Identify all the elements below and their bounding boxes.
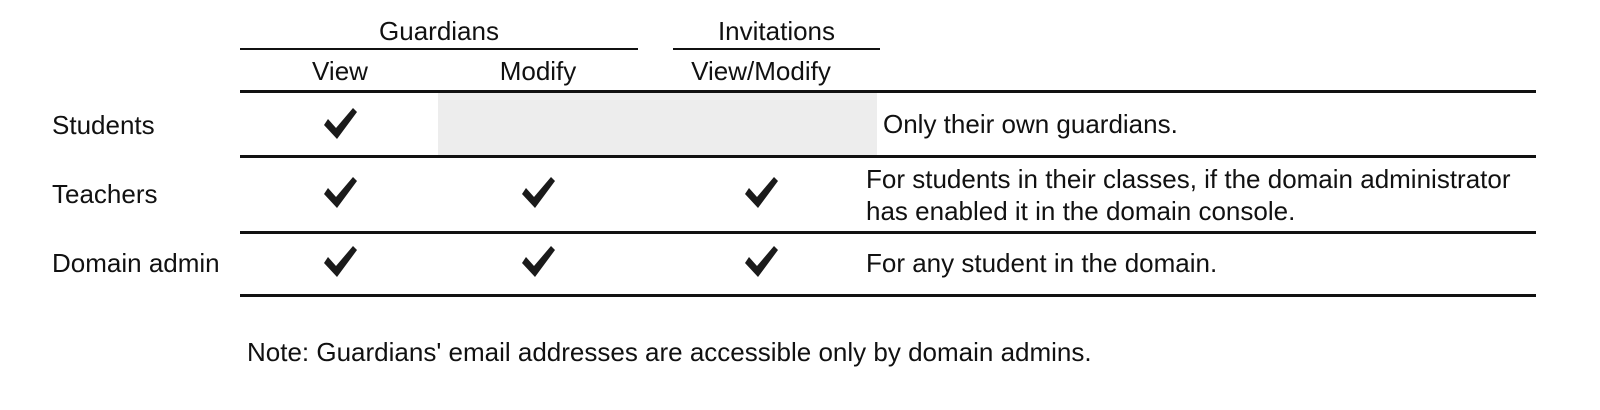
group-header-guardians: Guardians	[240, 16, 638, 46]
cell-domain-admin-view-modify-check	[738, 245, 784, 281]
check-icon	[745, 246, 778, 277]
table-note: Note: Guardians' email addresses are acc…	[247, 337, 1092, 367]
group-rule-guardians	[240, 48, 638, 50]
check-icon	[522, 246, 555, 277]
check-icon	[324, 177, 357, 208]
group-header-guardians-label: Guardians	[379, 16, 499, 46]
cell-domain-admin-modify-check	[515, 245, 561, 281]
column-header-view: View	[250, 56, 430, 86]
table-rule-after-students	[240, 155, 1536, 158]
group-rule-invitations	[673, 48, 880, 50]
table-rule-bottom	[240, 294, 1536, 297]
cell-teachers-view-modify-check	[738, 176, 784, 212]
row-label-teachers-text: Teachers	[52, 179, 158, 209]
row-label-students: Students	[52, 110, 155, 140]
table-rule-after-teachers	[240, 231, 1536, 234]
row-label-domain-admin: Domain admin	[52, 248, 220, 278]
row-label-domain-admin-text: Domain admin	[52, 248, 220, 278]
row-description-domain-admin-text: For any student in the domain.	[866, 248, 1218, 278]
check-icon	[324, 108, 357, 139]
group-header-invitations: Invitations	[673, 16, 880, 46]
column-header-modify-label: Modify	[499, 56, 577, 86]
row-description-students-text: Only their own guardians.	[883, 109, 1178, 139]
cell-teachers-view-check	[317, 176, 363, 212]
row-label-teachers: Teachers	[52, 179, 158, 209]
cell-domain-admin-view-check	[317, 245, 363, 281]
column-header-view-modify-label: View/Modify	[691, 56, 831, 86]
cell-teachers-modify-check	[515, 176, 561, 212]
group-header-invitations-label: Invitations	[717, 16, 836, 46]
table-rule-top	[240, 90, 1536, 93]
column-header-view-modify: View/Modify	[661, 56, 861, 86]
blocked-cell-students	[438, 93, 877, 157]
check-icon	[522, 177, 555, 208]
row-description-domain-admin: For any student in the domain.	[866, 247, 1516, 279]
check-icon	[745, 177, 778, 208]
column-header-modify: Modify	[448, 56, 628, 86]
row-label-students-text: Students	[52, 110, 155, 140]
row-description-students: Only their own guardians.	[883, 108, 1523, 140]
cell-students-view-check	[317, 107, 363, 143]
row-description-teachers: For students in their classes, if the do…	[866, 163, 1516, 227]
check-icon	[324, 246, 357, 277]
row-description-teachers-text: For students in their classes, if the do…	[866, 164, 1511, 226]
table-note-text: Note: Guardians' email addresses are acc…	[247, 337, 1092, 367]
column-header-view-label: View	[312, 56, 368, 86]
